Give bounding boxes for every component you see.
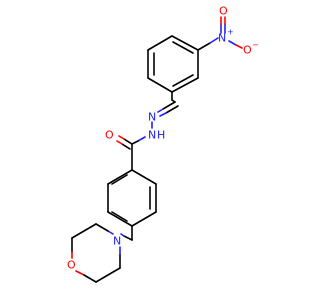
bond [228, 40, 237, 46]
hydrazide-n-label: N [148, 129, 156, 142]
bond [118, 135, 125, 140]
bond [171, 77, 199, 93]
bond-double-inner [111, 174, 128, 185]
morpholinomethyl-group: N O [67, 223, 133, 283]
bond-double-inner [172, 41, 194, 54]
bond-double-inner [172, 74, 194, 87]
bond-double-inner [111, 211, 128, 222]
bond [171, 35, 199, 51]
nitro-minus-charge: − [252, 41, 259, 50]
bond [123, 138, 133, 145]
bond [120, 233, 125, 237]
amide-carbonyl: O [105, 129, 146, 171]
bond [162, 101, 176, 110]
bond [123, 235, 133, 241]
bond [121, 143, 131, 150]
bond [131, 169, 157, 185]
molecule-drawing: N + O O − N N H O [67, 5, 259, 283]
bond [116, 140, 123, 145]
bond [209, 37, 219, 44]
morpholine-o-label: O [67, 259, 76, 272]
bond [95, 267, 121, 283]
bond [157, 108, 164, 113]
nitrophenyl-ring [147, 35, 199, 93]
nitro-n-label: N [218, 32, 226, 45]
bond [131, 211, 157, 227]
bond [159, 112, 167, 117]
bond [107, 211, 133, 227]
bond [131, 140, 139, 145]
nitro-o-single-label: O [243, 44, 252, 57]
carbonyl-o-label: O [105, 129, 114, 142]
nitro-plus-charge: + [227, 28, 234, 37]
benzene-ring [107, 169, 157, 227]
bond [137, 136, 146, 142]
bond [107, 169, 133, 185]
hydrazone-linker: N N H [148, 91, 179, 142]
bond [147, 35, 173, 51]
morpholine-n-label: N [113, 235, 121, 248]
bond [147, 77, 173, 93]
bond [107, 230, 114, 235]
nitro-group: N + O O − [197, 5, 259, 57]
chemical-structure-canvas: N + O O − N N H O [67, 4, 259, 283]
nitro-o-double-label: O [219, 5, 228, 18]
bond [165, 105, 179, 114]
bond [71, 223, 97, 239]
hydrazide-h-label: H [157, 129, 165, 142]
bond [83, 274, 97, 283]
bond [95, 223, 109, 232]
bond [75, 270, 85, 276]
bond [197, 42, 211, 51]
imine-n-label: N [148, 111, 156, 124]
bond [235, 44, 243, 49]
